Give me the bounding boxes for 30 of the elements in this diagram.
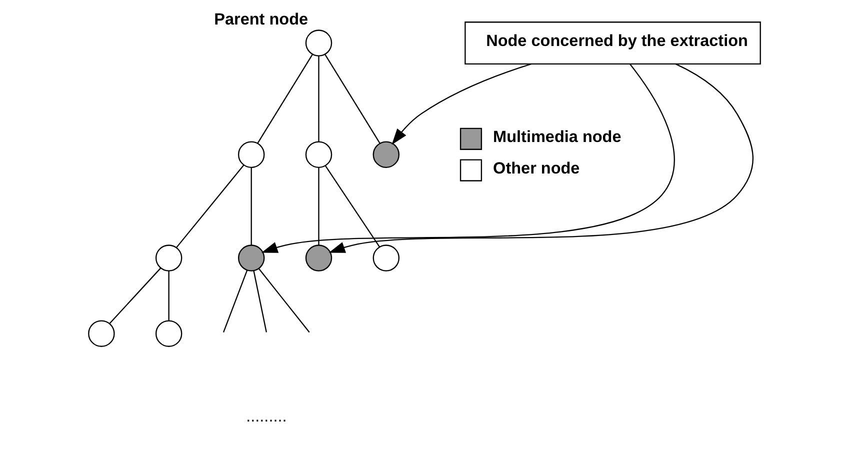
node-circle	[372, 244, 400, 272]
connector	[168, 270, 170, 320]
legend-label: Multimedia node	[493, 128, 622, 146]
arrow	[261, 64, 675, 253]
node-circle	[155, 244, 182, 272]
connector	[318, 56, 320, 142]
node-box: Node concerned by the extraction	[464, 22, 761, 65]
arrow	[392, 64, 532, 145]
node-label: Parent node	[214, 10, 308, 29]
node-circle	[372, 141, 400, 168]
connector	[318, 168, 320, 246]
node-circle	[305, 244, 332, 272]
connector	[257, 54, 314, 144]
node-circle	[238, 141, 265, 168]
label: .........	[246, 408, 287, 426]
connector	[250, 168, 252, 246]
node-circle	[155, 320, 182, 347]
legend-label: Other node	[493, 159, 580, 178]
connector	[109, 268, 161, 324]
connector	[176, 164, 244, 248]
node-circle	[305, 30, 332, 56]
node-circle	[88, 320, 115, 347]
connector	[324, 166, 380, 248]
connector	[324, 54, 380, 144]
node-circle	[238, 244, 265, 272]
connector	[253, 270, 267, 332]
connector	[258, 268, 310, 333]
arrow	[328, 64, 754, 253]
node-circle	[305, 141, 332, 168]
connector	[222, 270, 248, 332]
